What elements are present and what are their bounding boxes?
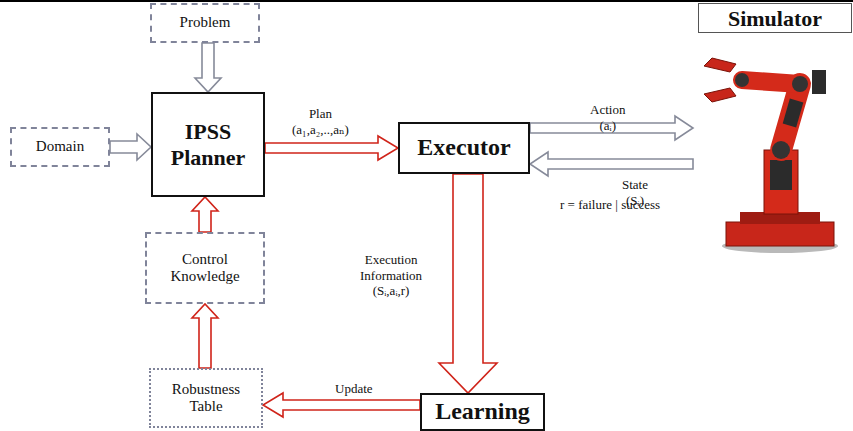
simulator-panel: Simulator [693, 0, 852, 255]
top-rule [0, 0, 853, 2]
node-text: Executor [417, 134, 510, 162]
robot-arm-illustration [704, 58, 838, 253]
hollow-arrow [530, 152, 693, 176]
node-text: Domain [36, 138, 84, 155]
hollow-arrow [110, 134, 151, 160]
hollow-arrow [195, 43, 221, 92]
note-label: r = failure | success [560, 197, 660, 213]
dashed-input-box: Problem [150, 3, 260, 43]
node-text: Simulator [698, 3, 852, 33]
process-box: Executor [398, 122, 530, 174]
node-text: Problem [180, 14, 231, 31]
node-text: Robustness Table [155, 381, 257, 416]
hollow-arrow [265, 136, 398, 160]
node-text: Control Knowledge [151, 251, 259, 286]
edge-label: Plan (a₁,a₂,..,aₙ) [292, 106, 349, 137]
edge-label: Update [335, 381, 373, 397]
dashed-knowledge-box: Control Knowledge [145, 232, 265, 304]
node-text: Learning [435, 398, 530, 426]
hollow-arrow [439, 174, 497, 393]
edge-label: Execution Information (Sᵢ,aᵢ,r) [360, 252, 422, 299]
hollow-arrow [263, 393, 420, 417]
hollow-arrow [192, 304, 218, 368]
hollow-arrow [192, 197, 218, 232]
dotted-table-box: Robustness Table [149, 368, 263, 428]
dashed-input-box: Domain [10, 127, 110, 167]
process-box: Learning [420, 393, 545, 431]
edge-label: Action (aᵢ) [590, 102, 625, 133]
process-box: IPSS Planner [151, 92, 265, 197]
node-text: IPSS Planner [157, 119, 259, 170]
